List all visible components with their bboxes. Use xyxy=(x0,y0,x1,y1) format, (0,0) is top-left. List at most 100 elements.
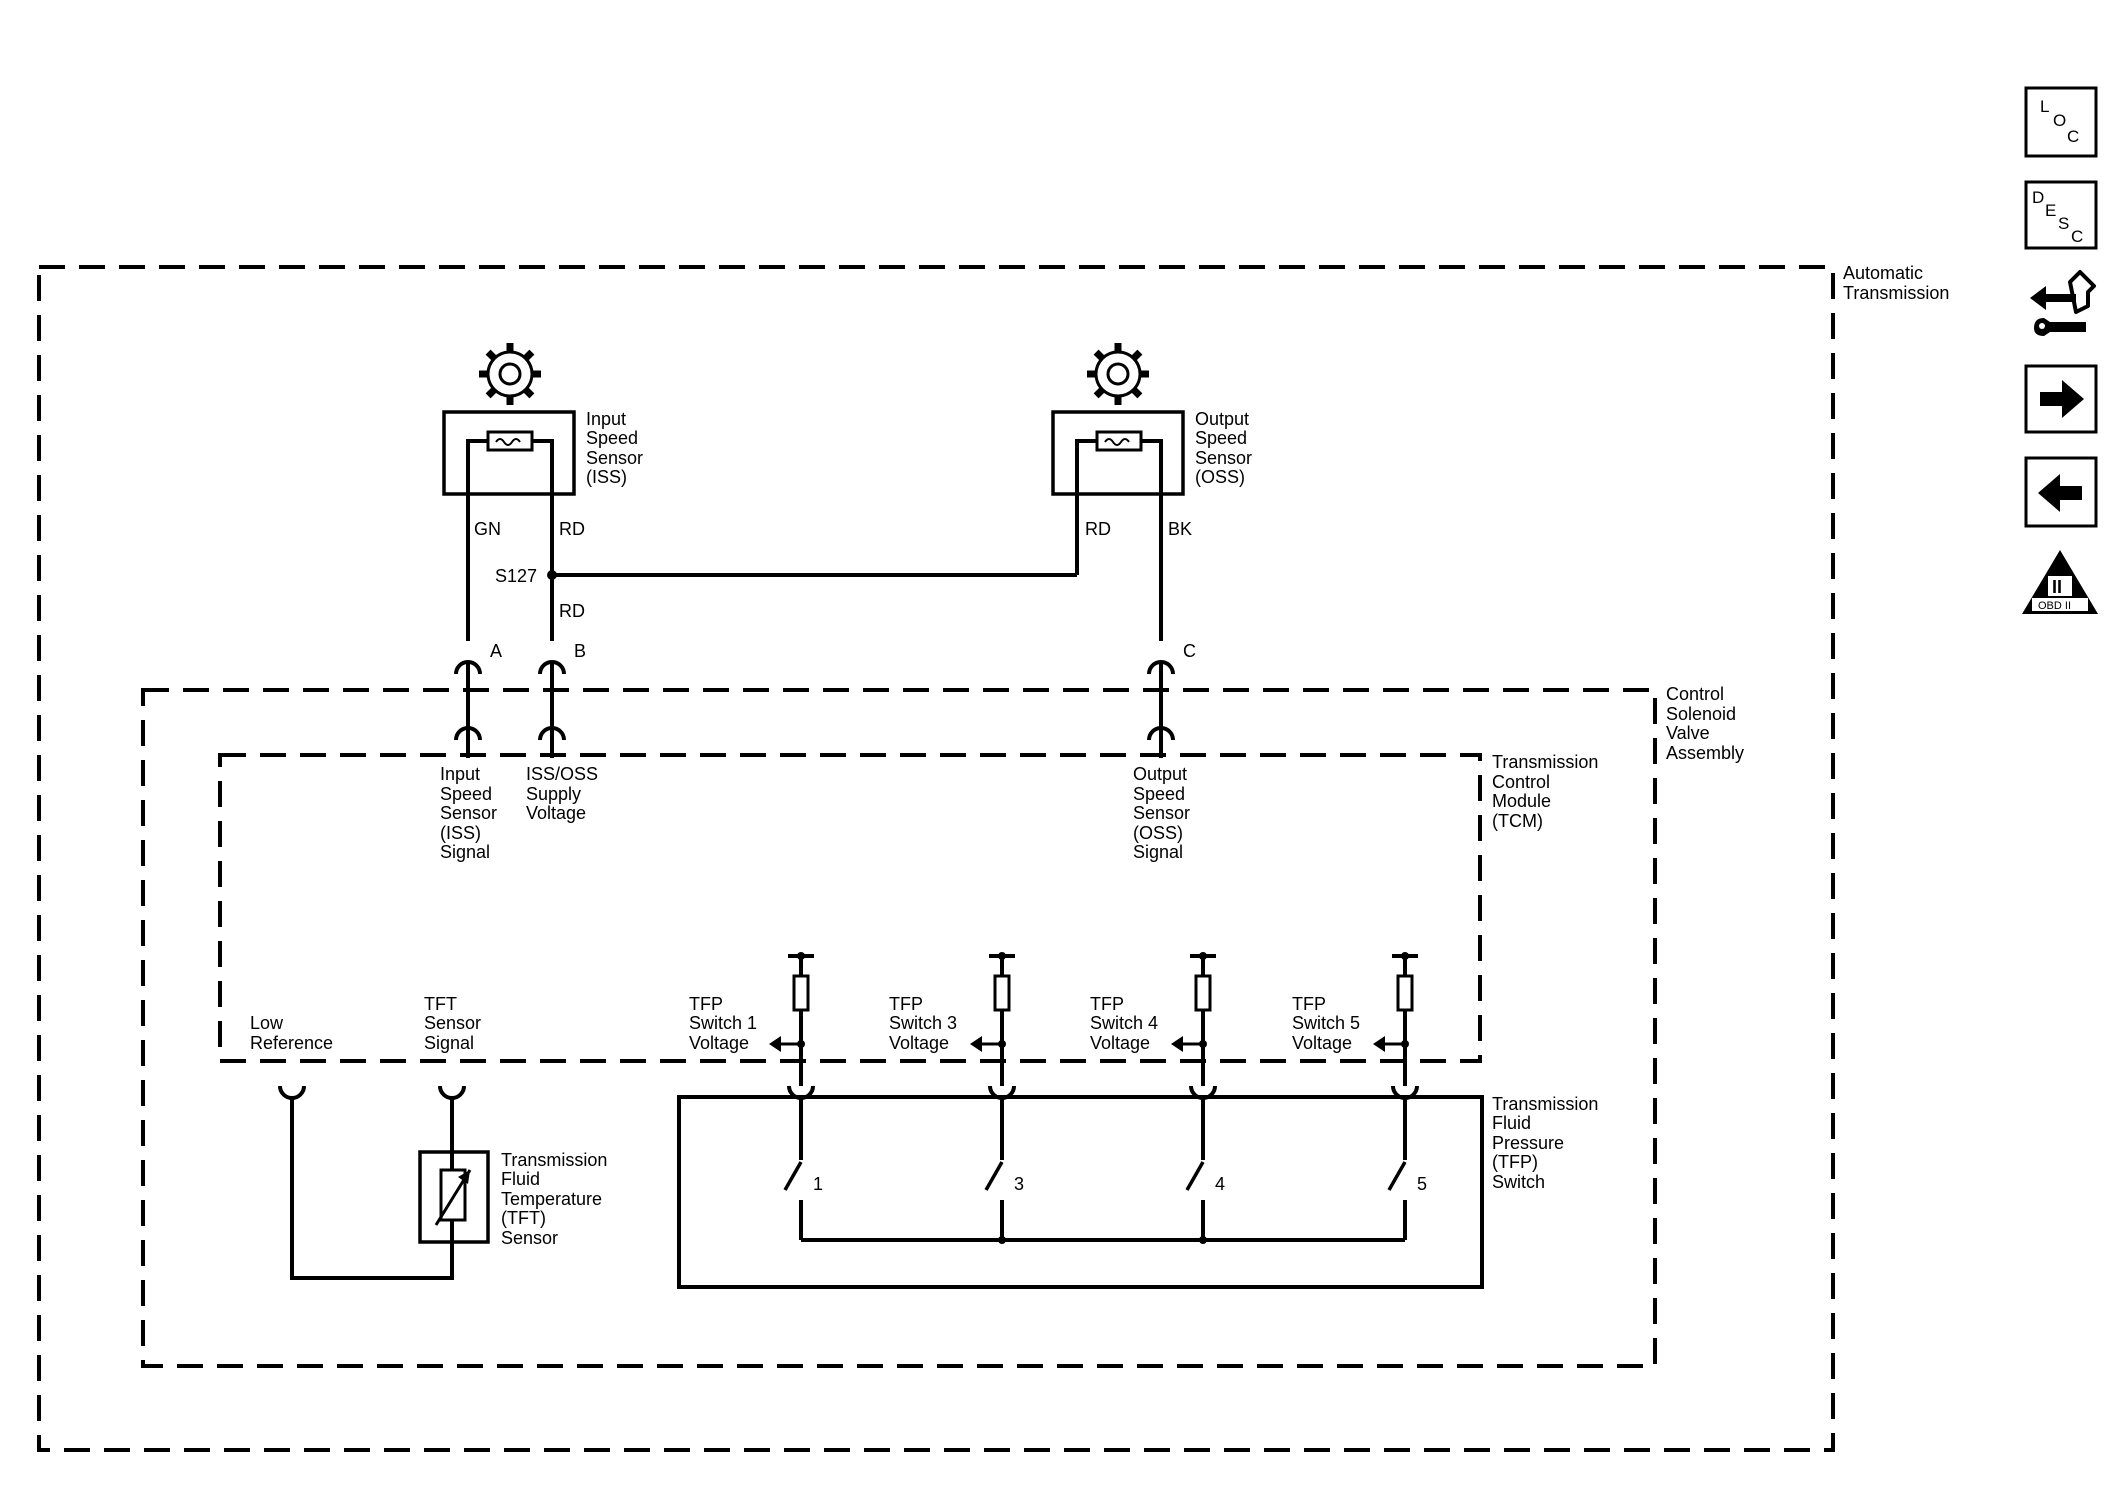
obd-ii-icon[interactable]: II OBD II xyxy=(2022,550,2098,614)
supply-voltage-label: ISS/OSS Supply Voltage xyxy=(526,764,598,823)
svg-text:C: C xyxy=(2071,227,2083,246)
svg-text:Output: Output xyxy=(1195,409,1249,429)
wire-color-rd: RD xyxy=(559,601,585,621)
svg-text:Voltage: Voltage xyxy=(526,803,586,823)
oss-bk-wire xyxy=(1141,439,1163,641)
svg-text:O: O xyxy=(2053,111,2066,130)
svg-text:(ISS): (ISS) xyxy=(586,467,627,487)
switch-contact xyxy=(1387,1161,1407,1191)
tfp-switch-box xyxy=(677,1095,1484,1289)
loc-icon[interactable]: L O C xyxy=(2024,86,2098,158)
svg-text:Fluid: Fluid xyxy=(1492,1113,1531,1133)
wire-color-rd: RD xyxy=(559,519,585,539)
svg-text:Temperature: Temperature xyxy=(501,1189,602,1209)
magnetic-pickup-icon xyxy=(486,430,534,452)
iss-sensor-label: Input Speed Sensor (ISS) xyxy=(586,409,643,487)
connector-wrench-icon[interactable] xyxy=(2030,270,2096,336)
svg-text:D: D xyxy=(2032,188,2044,207)
svg-text:Voltage: Voltage xyxy=(689,1033,749,1053)
iss-gn-wire xyxy=(466,439,488,641)
svg-text:(ISS): (ISS) xyxy=(440,823,481,843)
iss-rd-wire xyxy=(532,439,554,641)
svg-text:TFP: TFP xyxy=(1292,994,1326,1014)
wire-color-bk: BK xyxy=(1168,519,1192,539)
svg-text:Voltage: Voltage xyxy=(1292,1033,1352,1053)
wire-color-rd: RD xyxy=(1085,519,1111,539)
svg-text:Transmission: Transmission xyxy=(1492,752,1598,772)
svg-text:Transmission: Transmission xyxy=(1843,283,1949,303)
svg-text:Sensor: Sensor xyxy=(1195,448,1252,468)
svg-text:Speed: Speed xyxy=(1133,784,1185,804)
svg-text:Signal: Signal xyxy=(440,842,490,862)
svg-text:Low: Low xyxy=(250,1013,284,1033)
iss-sensor-box xyxy=(442,410,576,496)
svg-text:Switch: Switch xyxy=(1492,1172,1545,1192)
svg-text:Switch 1: Switch 1 xyxy=(689,1013,757,1033)
connector-c: C xyxy=(1147,641,1196,730)
svg-text:Pressure: Pressure xyxy=(1492,1133,1564,1153)
svg-text:Module: Module xyxy=(1492,791,1551,811)
switch-number-1: 1 xyxy=(813,1174,823,1194)
svg-text:(OSS): (OSS) xyxy=(1133,823,1183,843)
tfp-switch-label: Transmission Fluid Pressure (TFP) Switch xyxy=(1492,1094,1598,1192)
switch-number-4: 4 xyxy=(1215,1174,1225,1194)
tfp-switch-1-circuit xyxy=(769,952,815,1240)
svg-text:C: C xyxy=(1183,641,1196,661)
tcm-label: Transmission Control Module (TCM) xyxy=(1492,752,1598,831)
resistor-icon xyxy=(1396,974,1414,1012)
svg-text:Input: Input xyxy=(586,409,626,429)
svg-text:Reference: Reference xyxy=(250,1033,333,1053)
svg-text:S: S xyxy=(2058,214,2069,233)
iss-signal-label: Input Speed Sensor (ISS) Signal xyxy=(440,764,497,862)
wire-color-gn: GN xyxy=(474,519,501,539)
switch-number-3: 3 xyxy=(1014,1174,1024,1194)
connector-b: B xyxy=(538,641,586,730)
svg-text:L: L xyxy=(2040,97,2049,116)
svg-text:Speed: Speed xyxy=(586,428,638,448)
tcm-boundary xyxy=(218,753,1482,1063)
svg-text:B: B xyxy=(574,641,586,661)
svg-text:Switch 3: Switch 3 xyxy=(889,1013,957,1033)
svg-text:TFT: TFT xyxy=(424,994,457,1014)
connector-a: A xyxy=(454,641,502,730)
svg-text:Automatic: Automatic xyxy=(1843,263,1923,283)
svg-text:(TCM): (TCM) xyxy=(1492,811,1543,831)
svg-text:Solenoid: Solenoid xyxy=(1666,704,1736,724)
svg-text:Switch 4: Switch 4 xyxy=(1090,1013,1158,1033)
oss-signal-label: Output Speed Sensor (OSS) Signal xyxy=(1133,764,1190,862)
tft-signal-label: TFT Sensor Signal xyxy=(424,994,481,1053)
svg-text:Control: Control xyxy=(1492,772,1550,792)
oss-sensor-label: Output Speed Sensor (OSS) xyxy=(1195,409,1252,487)
svg-text:Speed: Speed xyxy=(440,784,492,804)
oss-rd-wire xyxy=(1075,439,1097,575)
svg-text:Speed: Speed xyxy=(1195,428,1247,448)
svg-text:A: A xyxy=(490,641,502,661)
tfp3-label: TFP Switch 3 Voltage xyxy=(889,994,957,1053)
svg-text:Voltage: Voltage xyxy=(889,1033,949,1053)
automatic-transmission-boundary xyxy=(37,265,1835,1452)
low-reference-label: Low Reference xyxy=(250,1013,333,1053)
svg-text:ISS/OSS: ISS/OSS xyxy=(526,764,598,784)
svg-text:Supply: Supply xyxy=(526,784,581,804)
tcm-pin-low-ref xyxy=(278,1085,306,1100)
svg-text:II: II xyxy=(2052,577,2062,597)
tfp5-label: TFP Switch 5 Voltage xyxy=(1292,994,1360,1053)
svg-text:Output: Output xyxy=(1133,764,1187,784)
switch-contact xyxy=(783,1161,803,1191)
svg-text:Transmission: Transmission xyxy=(1492,1094,1598,1114)
svg-text:Input: Input xyxy=(440,764,480,784)
control-solenoid-label: Control Solenoid Valve Assembly xyxy=(1666,684,1744,763)
svg-text:Sensor: Sensor xyxy=(1133,803,1190,823)
svg-text:Voltage: Voltage xyxy=(1090,1033,1150,1053)
tfp-switch-5-circuit xyxy=(1373,952,1419,1240)
resistor-icon xyxy=(792,974,810,1012)
svg-text:(TFT): (TFT) xyxy=(501,1208,546,1228)
control-solenoid-valve-assembly-boundary xyxy=(141,688,1657,1368)
forward-arrow-icon[interactable] xyxy=(2024,364,2098,434)
splice-s127 xyxy=(547,570,557,580)
svg-text:Signal: Signal xyxy=(424,1033,474,1053)
desc-icon[interactable]: D E S C xyxy=(2024,180,2098,250)
back-arrow-icon[interactable] xyxy=(2024,456,2098,528)
switch-number-5: 5 xyxy=(1417,1174,1427,1194)
